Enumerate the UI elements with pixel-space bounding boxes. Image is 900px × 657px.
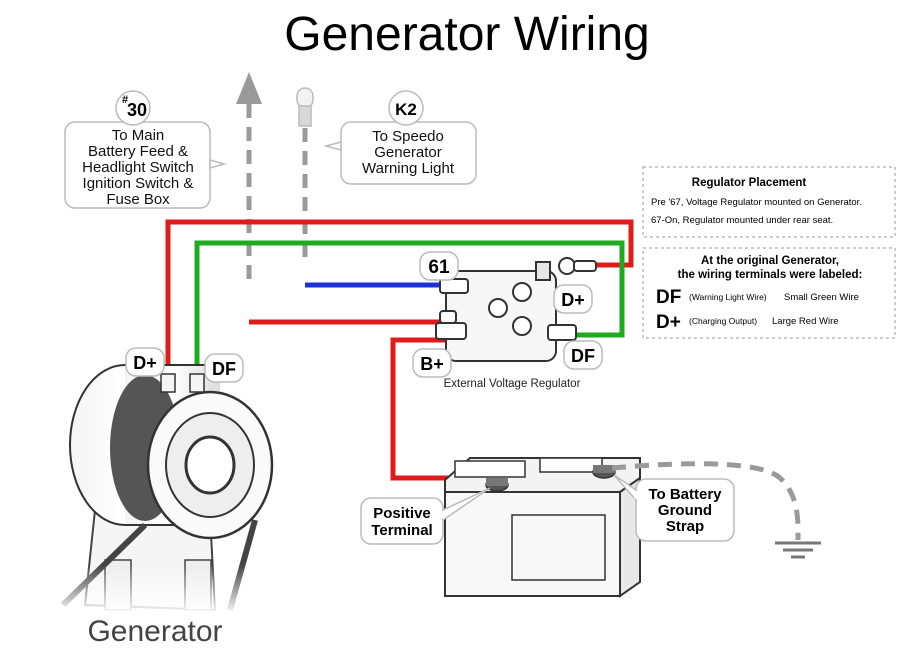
- terminal-61-spade: [439, 278, 469, 294]
- ground-symbol-icon: [775, 541, 821, 559]
- placement-title: Regulator Placement: [692, 177, 807, 189]
- label-gen-df-text: DF: [212, 359, 236, 379]
- callout-30-prefix: #: [122, 94, 128, 106]
- placement-line-2: 67-On, Regulator mounted under rear seat…: [651, 215, 833, 226]
- label-reg-df-text: DF: [571, 346, 595, 366]
- label-gen-dplus: D+: [125, 347, 165, 377]
- feed-arrow: [236, 72, 262, 280]
- callout-k2-line-3: Warning Light: [362, 160, 455, 177]
- regulator-label: External Voltage Regulator: [444, 378, 581, 390]
- callout-30-line-2: Battery Feed &: [88, 143, 188, 160]
- battery: [444, 457, 641, 598]
- ground-line-3: Strap: [666, 518, 704, 535]
- positive-line-2: Terminal: [371, 522, 432, 539]
- ground-strap-wire: [611, 461, 801, 541]
- original-title-2: the wiring terminals were labeled:: [678, 269, 863, 281]
- callout-30-line-5: Fuse Box: [106, 191, 170, 208]
- callout-k2-line-1: To Speedo: [372, 128, 444, 145]
- ground-line-1: To Battery: [648, 486, 722, 503]
- warning-bulb-icon: [296, 87, 314, 260]
- label-reg-df: DF: [563, 340, 603, 370]
- generator-df-post: [189, 373, 205, 393]
- label-gen-dplus-text: D+: [133, 353, 157, 373]
- callout-positive-terminal: Positive Terminal: [360, 487, 491, 545]
- generator: [40, 364, 274, 615]
- green-wire-df: [194, 240, 625, 378]
- original-generator-box: At the original Generator, the wiring te…: [642, 247, 896, 339]
- red-wire-d-plus: [165, 219, 634, 378]
- original-row-1-desc: Small Green Wire: [784, 292, 859, 303]
- original-row-1-term: DF: [656, 287, 681, 308]
- callout-k2-number: K2: [395, 100, 417, 119]
- label-reg-bplus-text: B+: [420, 354, 444, 374]
- original-row-1-note: (Warning Light Wire): [689, 292, 767, 302]
- callout-k2-line-2: Generator: [374, 144, 442, 161]
- ground-line-2: Ground: [658, 502, 712, 519]
- label-reg-dplus: D+: [553, 284, 593, 314]
- page-title: Generator Wiring: [284, 8, 649, 61]
- original-row-2-desc: Large Red Wire: [772, 316, 839, 327]
- generator-label: Generator: [87, 615, 222, 648]
- callout-30-line-4: Ignition Switch &: [83, 175, 194, 192]
- generator-dplus-post: [160, 373, 176, 393]
- positive-line-1: Positive: [373, 505, 431, 522]
- regulator-placement-box: Regulator Placement Pre '67, Voltage Reg…: [642, 166, 896, 238]
- label-gen-df: DF: [204, 353, 244, 383]
- terminal-bplus-spade: [435, 322, 467, 340]
- callout-ground-strap: To Battery Ground Strap: [613, 474, 735, 542]
- original-row-2-note: (Charging Output): [689, 316, 757, 326]
- label-61-text: 61: [428, 257, 450, 278]
- terminal-df-spade: [547, 324, 577, 341]
- red-wire-battery: [390, 337, 498, 481]
- voltage-regulator: External Voltage Regulator: [435, 257, 597, 390]
- original-title-1: At the original Generator,: [701, 255, 839, 267]
- callout-30-line-1: To Main: [112, 127, 165, 144]
- original-row-2-term: D+: [656, 312, 681, 333]
- label-reg-bplus: B+: [412, 348, 452, 378]
- terminal-dplus-stud: [535, 261, 551, 281]
- callout-30-number: 30: [127, 100, 147, 120]
- callout-k2: K2 To Speedo Generator Warning Light: [323, 90, 477, 185]
- callout-30: # 30 To Main Battery Feed & Headlight Sw…: [64, 90, 227, 209]
- placement-line-1: Pre '67, Voltage Regulator mounted on Ge…: [651, 197, 862, 208]
- label-61: 61: [419, 251, 459, 281]
- label-reg-dplus-text: D+: [561, 290, 585, 310]
- callout-30-line-3: Headlight Switch: [82, 159, 194, 176]
